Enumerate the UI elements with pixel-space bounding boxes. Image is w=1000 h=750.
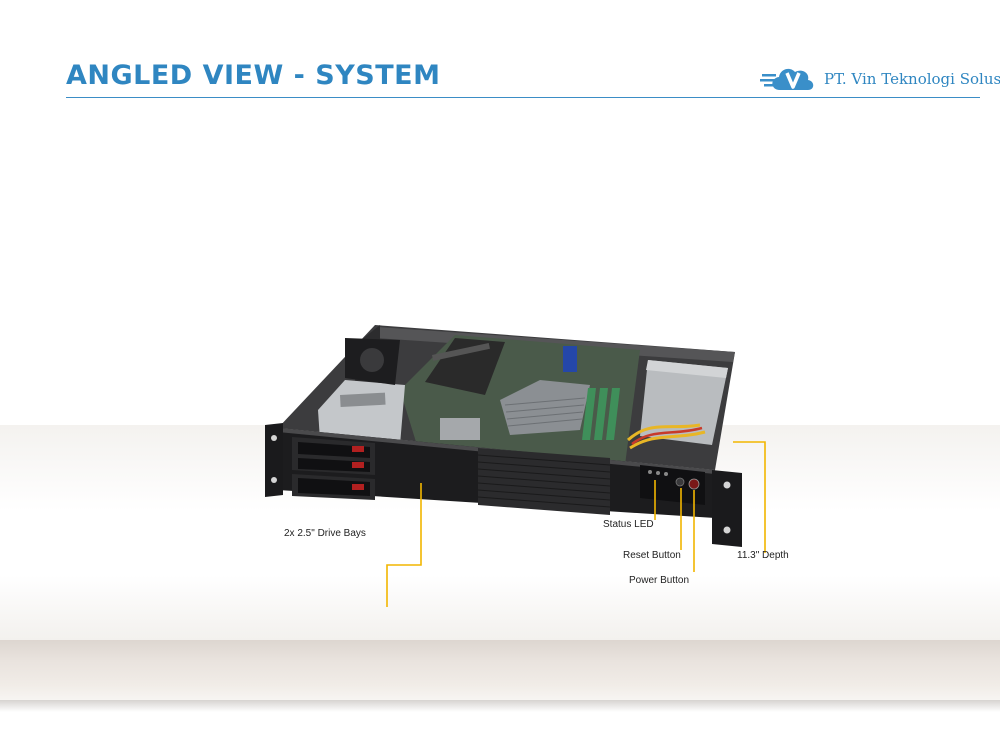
gpu-card	[425, 338, 505, 395]
depth-label: 11.3" Depth	[737, 550, 789, 561]
reset-button-label: Reset Button	[623, 550, 681, 561]
drive-bay-tray	[292, 437, 375, 475]
heatsink	[500, 380, 590, 435]
reset-button-icon	[675, 477, 685, 487]
power-button-label: Power Button	[629, 575, 690, 586]
title-divider	[66, 97, 980, 98]
status-led-label: Status LED	[603, 519, 654, 530]
control-panel	[640, 465, 705, 505]
callout-lines	[386, 441, 766, 607]
cloud-v-logo-icon	[760, 68, 814, 90]
company-logo: PT. Vin Teknologi Solusi	[760, 62, 1000, 96]
power-button-icon	[688, 478, 700, 490]
shelf-shadow	[0, 700, 1000, 712]
logo-text: PT. Vin Teknologi Solusi	[824, 70, 1000, 88]
display-shelf-edge	[0, 640, 1000, 700]
drive-bays-label: 2x 2.5" Drive Bays	[284, 528, 366, 539]
power-supply	[640, 360, 728, 445]
rack-ear-left	[265, 423, 283, 497]
front-vent	[477, 448, 611, 515]
drive-bay-callout-line	[386, 483, 422, 607]
page-title: ANGLED VIEW - SYSTEM	[66, 60, 441, 91]
rack-ear-right	[712, 470, 742, 547]
depth-callout-line	[733, 441, 766, 553]
